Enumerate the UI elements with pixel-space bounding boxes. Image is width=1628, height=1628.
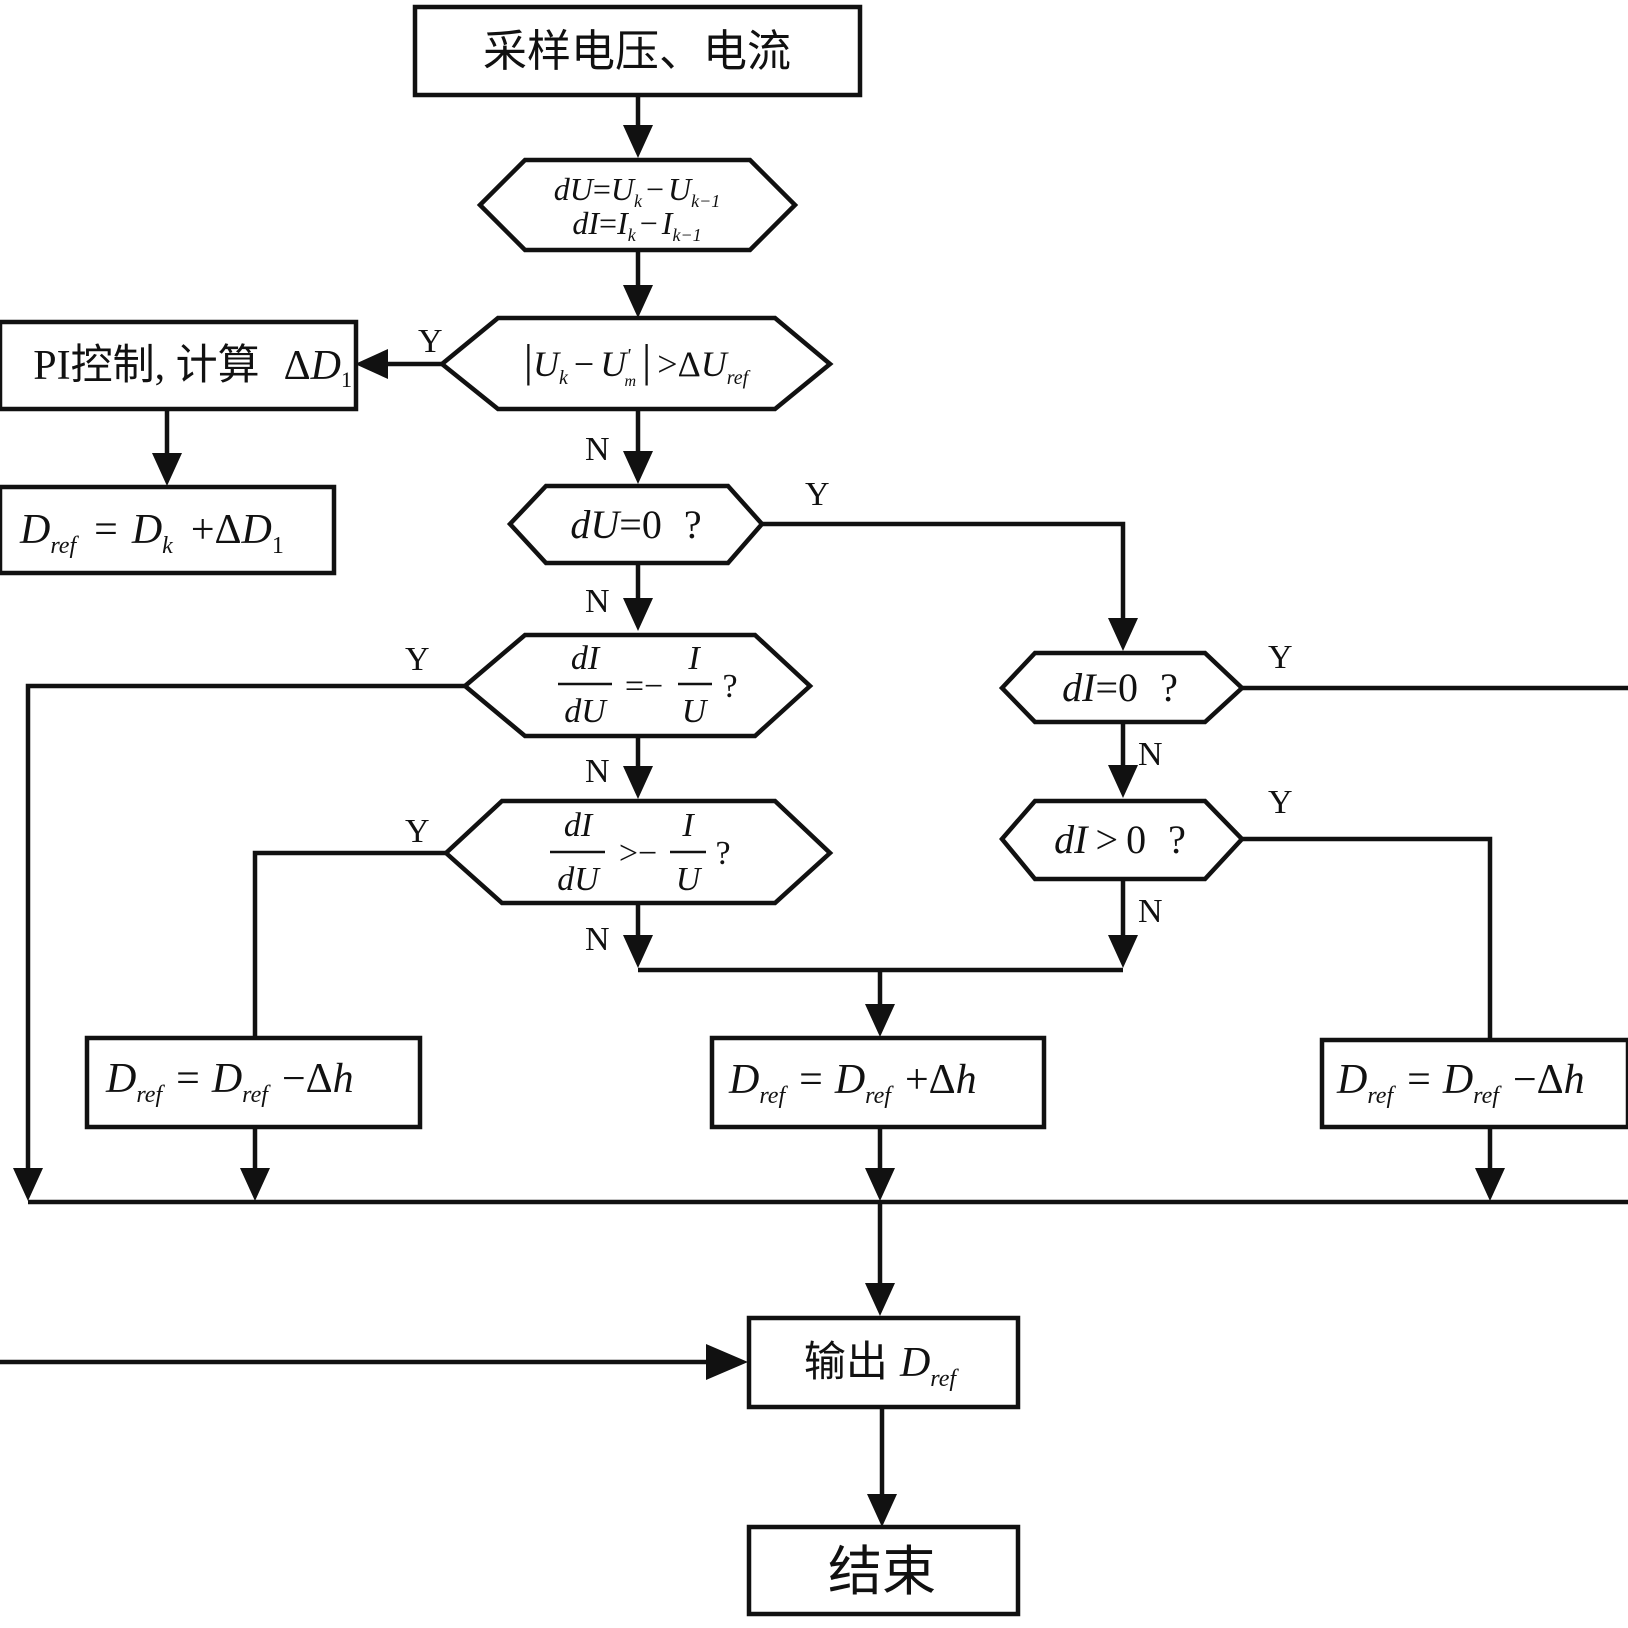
dref-pi-formula: Dref=Dk+ΔD1 xyxy=(19,507,284,559)
arrowhead xyxy=(867,1494,897,1527)
eq-formula: dI dU =− I U ? xyxy=(558,640,738,730)
di-zero-formula: dI=0? xyxy=(1062,665,1178,710)
node-eq-hexagon xyxy=(461,632,814,739)
flow-gt-yes xyxy=(252,850,446,1037)
arrowhead xyxy=(865,1004,895,1037)
gt-num2: I xyxy=(681,807,695,844)
arrowhead xyxy=(706,1344,748,1380)
node-di-zero-hexagon xyxy=(998,650,1246,725)
gt-formula: dI dU >− I U ? xyxy=(550,807,731,898)
dec-right-formula: Dref=Dref−Δh xyxy=(1336,1057,1585,1109)
arrowhead xyxy=(1108,618,1138,651)
node-gt-hexagon xyxy=(442,798,834,906)
gt-num: dI xyxy=(564,807,594,844)
eq-den: dU xyxy=(564,693,608,730)
arrowhead xyxy=(865,1283,895,1316)
arrowhead xyxy=(623,935,653,968)
end-label: 结束 xyxy=(828,1542,936,1602)
eq-den2: U xyxy=(682,693,709,730)
gt-q: ? xyxy=(715,835,730,872)
node-diff-hexagon xyxy=(476,157,799,253)
arrowhead xyxy=(240,1168,270,1201)
node-dref-pi-box xyxy=(0,484,337,576)
eq-q: ? xyxy=(722,668,737,705)
eq-num: dI xyxy=(571,640,601,677)
node-sample-box xyxy=(412,4,863,98)
label-no: N xyxy=(1138,893,1163,930)
gt-den2: U xyxy=(676,861,703,898)
check-dev-formula: |Uk−U'm|>ΔUref xyxy=(524,335,751,390)
dec-right-clip: Dref=Dref−Δh xyxy=(1336,1057,1585,1109)
label-no: N xyxy=(585,753,610,790)
arrowhead xyxy=(1475,1168,1505,1201)
label-no: N xyxy=(1138,736,1163,773)
node-di-pos-hexagon xyxy=(999,798,1246,882)
arrowhead xyxy=(1108,765,1138,798)
label-no: N xyxy=(585,921,610,958)
label-yes: Y xyxy=(1268,639,1293,676)
node-pi-box xyxy=(0,319,359,412)
label-yes: Y xyxy=(1268,784,1293,821)
connectors xyxy=(0,95,1628,1527)
node-dec-right-box xyxy=(1319,1037,1628,1130)
flow-eq-yes xyxy=(25,683,465,1170)
arrowhead xyxy=(865,1168,895,1201)
inc-mid-formula: Dref=Dref+Δh xyxy=(728,1057,977,1109)
arrowhead xyxy=(623,285,653,318)
node-inc-mid-box xyxy=(709,1035,1047,1130)
gt-den: dU xyxy=(557,861,601,898)
dec-left-formula: Dref=Dref−Δh xyxy=(105,1056,354,1108)
node-check-dev-hexagon xyxy=(438,315,834,412)
gt-rel: >− xyxy=(619,835,657,872)
arrowhead xyxy=(355,349,388,379)
flow-di-pos-yes xyxy=(1242,836,1493,1040)
label-yes: Y xyxy=(805,476,830,513)
flow-du-yes xyxy=(760,521,1126,620)
diff-di-formula: dI=Ik−Ik−1 xyxy=(572,205,701,245)
node-du-zero-hexagon xyxy=(506,483,766,566)
node-end-box xyxy=(746,1524,1021,1617)
shapes xyxy=(0,4,1628,1617)
arrowhead xyxy=(1108,935,1138,968)
arrowhead xyxy=(623,598,653,631)
arrowhead xyxy=(13,1168,43,1201)
label-yes: Y xyxy=(405,641,430,678)
arrowhead xyxy=(623,451,653,484)
arrowhead xyxy=(623,125,653,158)
node-dec-left-box xyxy=(84,1035,423,1130)
eq-rel: =− xyxy=(625,668,663,705)
branch-labels: Y N Y N Y N Y N Y N Y N xyxy=(405,323,1293,958)
label-yes: Y xyxy=(418,323,443,360)
label-no: N xyxy=(585,583,610,620)
arrowhead xyxy=(623,766,653,799)
di-pos-formula: dI>0? xyxy=(1054,817,1186,862)
arrowhead xyxy=(152,453,182,486)
sample-label: 采样电压、电流 xyxy=(483,27,791,76)
label-yes: Y xyxy=(405,813,430,850)
diff-du-formula: dU=Uk−Uk−1 xyxy=(554,171,721,211)
node-output-box xyxy=(746,1315,1021,1410)
label-no: N xyxy=(585,431,610,468)
eq-num2: I xyxy=(687,640,701,677)
du-zero-formula: dU=0? xyxy=(570,502,701,547)
